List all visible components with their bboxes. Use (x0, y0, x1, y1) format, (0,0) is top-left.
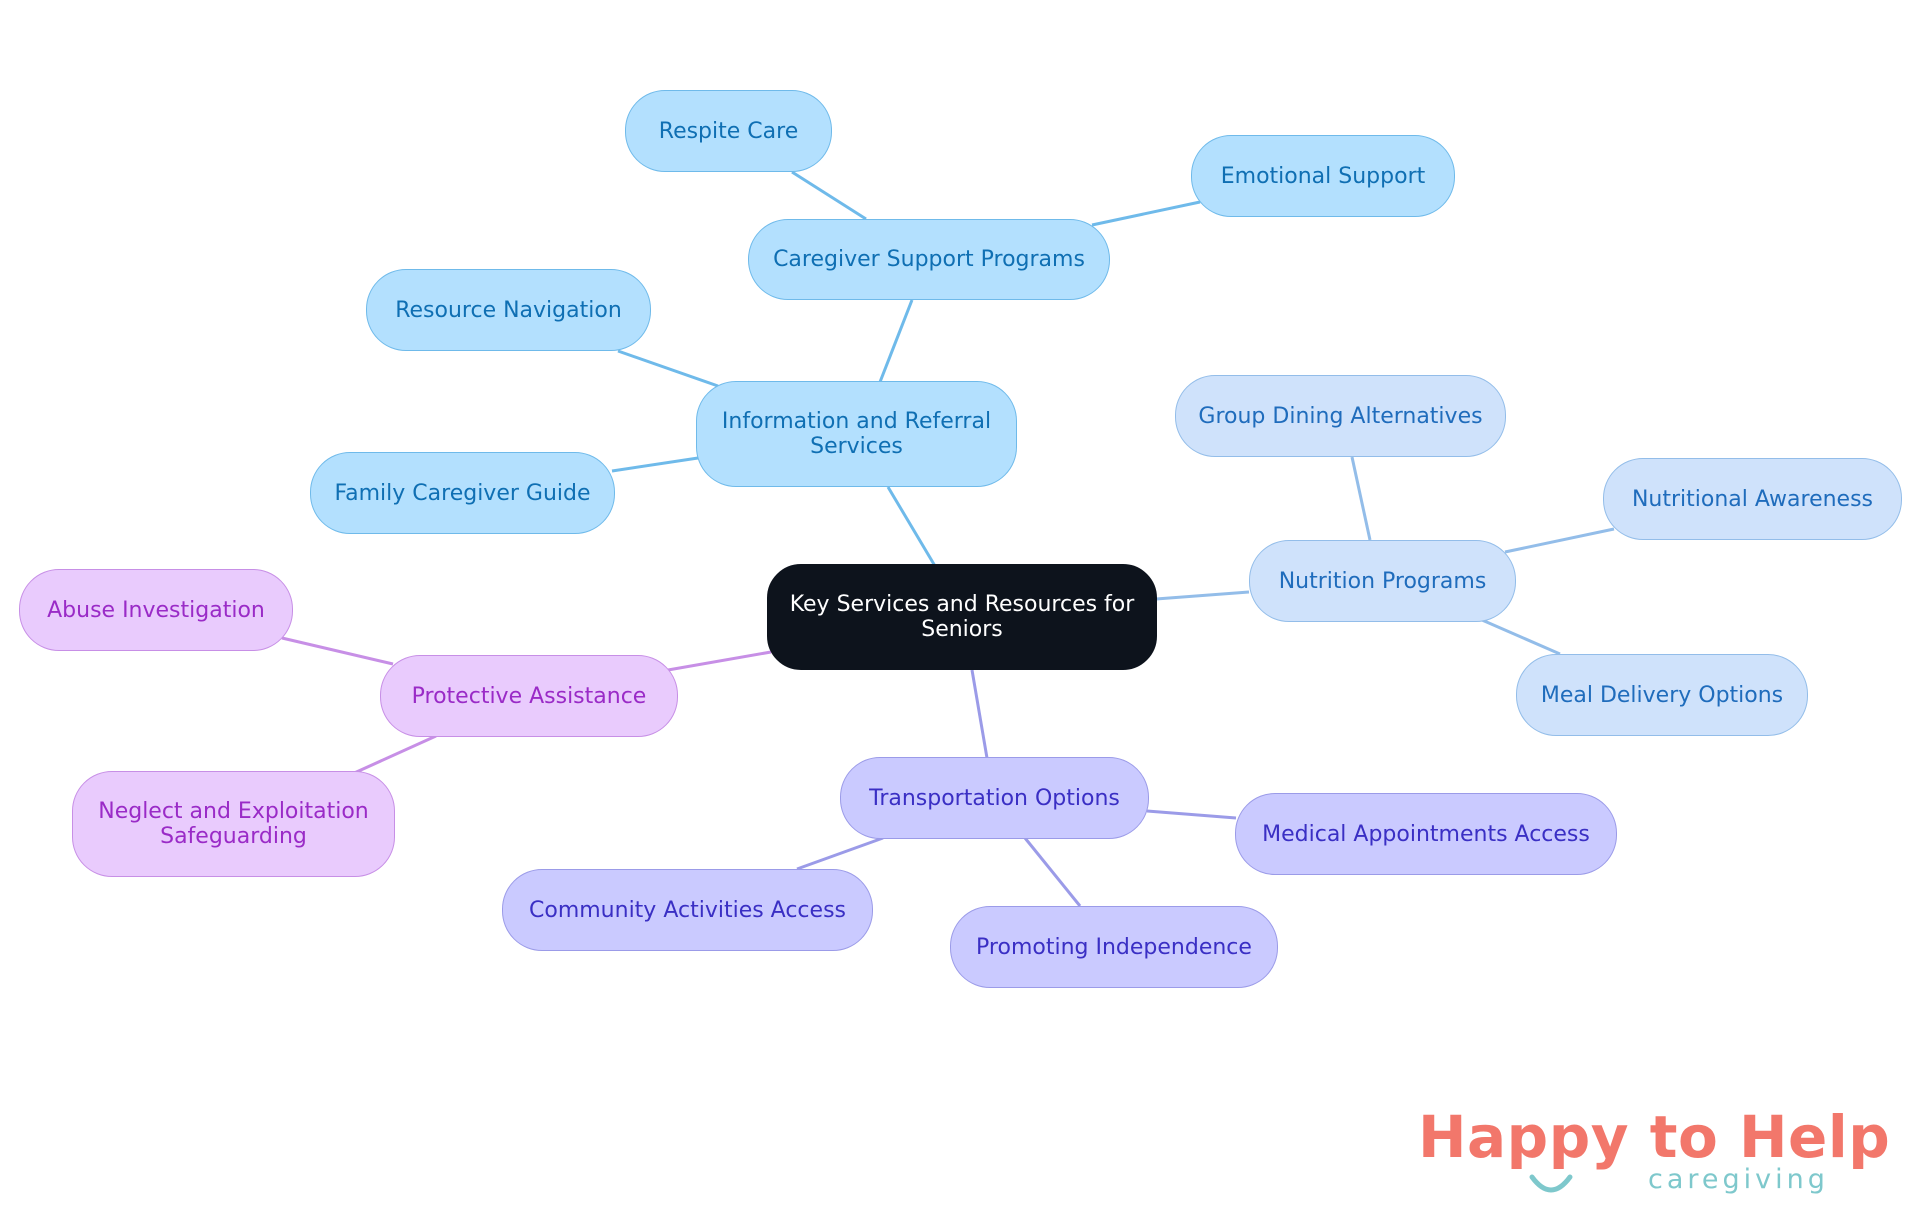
node-label: Nutrition Programs (1278, 568, 1487, 594)
node-meal-delivery: Meal Delivery Options (1516, 654, 1808, 736)
node-abuse-investigation: Abuse Investigation (19, 569, 293, 651)
edge-caregiver-emotional (1091, 200, 1201, 227)
node-neglect-exploitation: Neglect and Exploitation Safeguarding (72, 771, 395, 877)
node-nutrition-programs: Nutrition Programs (1249, 540, 1516, 622)
node-label: Emotional Support (1220, 163, 1426, 189)
edge-transport-medical (1146, 809, 1237, 820)
node-label: Promoting Independence (976, 934, 1252, 960)
edge-nutrition-awareness (1504, 527, 1615, 554)
edge-center-info (886, 486, 937, 567)
node-label: Meal Delivery Options (1540, 682, 1784, 708)
edge-caregiver-respite (791, 170, 867, 221)
node-label: Respite Care (658, 118, 799, 144)
node-nutritional-awareness: Nutritional Awareness (1603, 458, 1902, 540)
node-label: Neglect and Exploitation Safeguarding (98, 799, 369, 849)
node-community-activities: Community Activities Access (502, 869, 873, 951)
edge-nutrition-meal (1481, 618, 1561, 656)
node-label: Transportation Options (869, 785, 1120, 811)
node-label: Protective Assistance (411, 683, 647, 709)
node-medical-appointments: Medical Appointments Access (1235, 793, 1617, 875)
node-label: Family Caregiver Guide (334, 480, 591, 506)
node-label: Nutritional Awareness (1631, 486, 1874, 512)
node-family-caregiver-guide: Family Caregiver Guide (310, 452, 615, 534)
node-label: Resource Navigation (395, 297, 622, 323)
edge-info-guide (611, 456, 699, 473)
node-label: Medical Appointments Access (1262, 821, 1590, 847)
edge-center-protective (667, 650, 772, 672)
center-node: Key Services and Resources for Seniors (767, 564, 1157, 670)
edge-info-caregiver (878, 299, 914, 383)
node-transportation-options: Transportation Options (840, 757, 1149, 839)
edge-nutrition-group (1350, 456, 1372, 541)
node-resource-navigation: Resource Navigation (366, 269, 651, 351)
node-promoting-independence: Promoting Independence (950, 906, 1278, 988)
node-caregiver-support: Caregiver Support Programs (748, 219, 1110, 300)
edge-center-transport (970, 669, 989, 759)
logo-title: Happy to Help (1418, 1103, 1891, 1171)
node-respite-care: Respite Care (625, 90, 832, 172)
edge-transport-community (796, 836, 884, 871)
node-label: Group Dining Alternatives (1198, 403, 1483, 429)
node-protective-assistance: Protective Assistance (380, 655, 678, 737)
brand-logo: Happy to Help caregiving (1418, 1103, 1890, 1203)
node-group-dining: Group Dining Alternatives (1175, 375, 1506, 457)
node-label: Caregiver Support Programs (773, 247, 1085, 272)
smile-icon (1529, 1174, 1573, 1193)
node-label: Abuse Investigation (47, 597, 265, 623)
edge-transport-independence (1023, 837, 1082, 907)
node-label: Community Activities Access (529, 897, 846, 923)
node-info-referral: Information and Referral Services (696, 381, 1017, 487)
logo-subtitle: caregiving (1648, 1164, 1829, 1195)
edge-protective-neglect (351, 734, 437, 776)
edge-info-navigation (617, 349, 719, 388)
center-node-label: Key Services and Resources for Seniors (789, 592, 1135, 642)
edge-protective-abuse (281, 636, 394, 666)
node-emotional-support: Emotional Support (1191, 135, 1455, 217)
node-label: Information and Referral Services (721, 409, 992, 459)
edge-center-nutrition (1155, 590, 1250, 601)
